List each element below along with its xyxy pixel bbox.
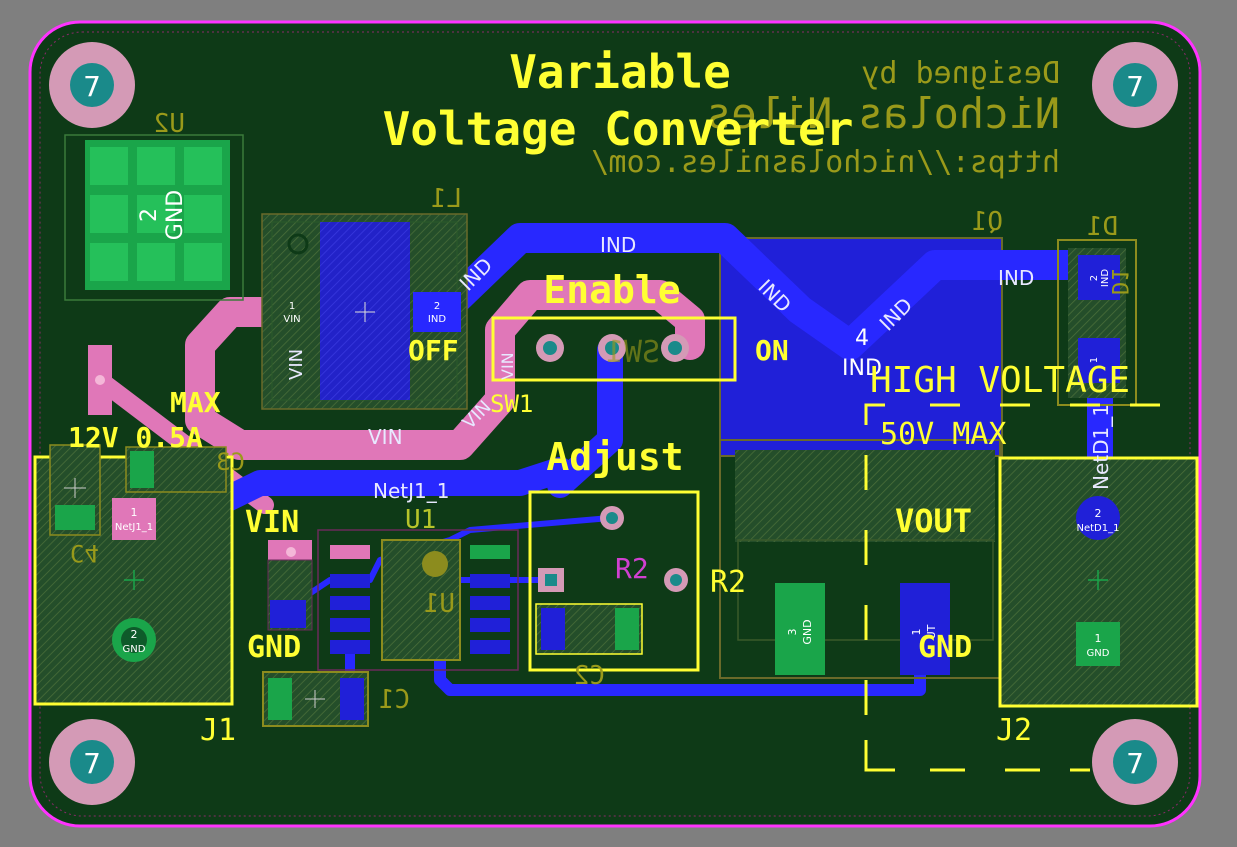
enable-label: Enable [543,268,680,312]
mount-holes: 7 7 7 7 [49,42,1178,805]
j2-designator: J2 [996,713,1032,748]
mount-hole: 7 [1092,719,1178,805]
j1-pad2-number: 2 [131,628,138,641]
c4-footprint: C4 [49,444,101,567]
j2-pad1-number: 1 [1095,632,1102,645]
j2-pad2-net: NetD1_1 [1077,523,1120,534]
q1-pad1-number: 1 [910,629,923,636]
credits-bottom-silk: Designed by Nicholas Niles https://nicho… [590,56,1060,180]
keepout-outline [39,31,1191,817]
off-label: OFF [408,334,459,367]
on-label: ON [755,334,789,367]
net-netj1: NetJ1_1 [373,479,449,503]
j1-pad1-net: NetJ1_1 [115,522,153,533]
max-50v-label: 50V MAX [880,417,1006,452]
d1-pad2-number: 2 [1089,275,1100,281]
u2-footprint: 2 GND U2 [64,109,244,301]
board-outline [28,20,1202,828]
d1-pad2-net: IND [1100,269,1111,287]
r2-inner-label: R2 [615,552,649,585]
silkscreen-top: Variable Voltage Converter Enable OFF ON… [68,45,1130,665]
mount-hole: 7 [49,42,135,128]
sw1-designator: SW1 [490,390,533,418]
sw1-footprint: SW1 SW1 VIN [490,316,737,418]
u2-designator: U2 [154,109,185,139]
c1-footprint: C1 [262,671,410,727]
d1-mirror-label: D1 [1106,269,1131,296]
u1-footprint: U1 U1 [317,505,519,671]
c2-footprint: C2 [535,603,643,691]
vin-small-cap [267,559,313,631]
mount-hole-label: 7 [1126,70,1144,103]
d1-designator: D1 [1087,212,1118,242]
q1-pad1-net: UT [925,624,938,639]
j1-pad1-number: 1 [131,506,138,519]
l1-footprint: 1 VIN 2 IND L1 VIN [261,184,468,410]
u2-pad-net: GND [163,190,188,240]
u1-mirror-label: U1 [424,589,455,619]
q1-pad3-net: GND [801,619,814,644]
mount-hole: 7 [49,719,135,805]
net-ind-right: IND [998,266,1034,290]
adjust-label: Adjust [546,435,683,479]
gnd-left-label: GND [247,630,301,665]
vin-label: VIN [245,505,299,540]
credits-line2: Nicholas Niles [706,89,1060,138]
l1-vin-net: VIN [286,349,307,380]
title-line2: Voltage Converter [383,102,854,156]
q1-pad3-number: 3 [786,629,799,636]
q1-designator: Q1 [972,207,1003,237]
c3-footprint: C3 [125,446,245,493]
mount-hole-label: 7 [83,70,101,103]
u2-pad-number: 2 [137,208,162,222]
mount-hole-label: 7 [1126,747,1144,780]
credits-line3: https://nicholasniles.com/ [590,145,1060,180]
q1-pad4-net: IND [842,356,882,381]
r2-footprint: R2 R2 [528,490,746,672]
max-label: MAX [170,386,221,419]
r2-designator: R2 [710,565,746,600]
title-line1: Variable [509,45,731,99]
sw1-vin-net: VIN [498,352,517,380]
l1-pad1-number: 1 [289,301,295,312]
c2-designator: C2 [574,661,605,691]
l1-pad2-number: 2 [434,301,440,312]
gnd-right-label: GND [918,630,972,665]
high-voltage-label: HIGH VOLTAGE [870,360,1130,401]
high-voltage-zone [864,403,1160,772]
j2-pad1-net: GND [1087,648,1110,659]
l1-pad1-net: VIN [283,314,300,325]
credits-line1: Designed by [861,56,1060,91]
j1-designator: J1 [200,713,236,748]
c3-designator: C3 [216,448,245,476]
rating-label: 12V 0.5A [68,421,203,454]
net-ind-top: IND [600,233,636,257]
l1-pad2-net: IND [428,314,446,325]
q1-pad4-number: 4 [855,326,869,351]
c4-designator: C4 [70,539,99,567]
j1-pad2-net: GND [123,644,146,655]
net-vin-bottom: VIN [368,425,403,449]
j2-pad2-number: 2 [1095,507,1102,520]
sw1-mirror-label: SW1 [606,335,660,370]
d1-pad1-number: 1 [1089,357,1100,363]
net-netd1: NetD1_1 [1089,404,1113,490]
d1-footprint: 2 IND 1 D1 D1 [1057,212,1137,406]
vout-label: VOUT [895,502,972,540]
mount-hole: 7 [1092,42,1178,128]
l1-designator: L1 [431,184,462,214]
mount-hole-label: 7 [83,747,101,780]
c1-designator: C1 [379,685,410,715]
j2-footprint: 2 NetD1_1 1 GND J2 [996,456,1199,748]
u1-designator: U1 [405,505,436,535]
